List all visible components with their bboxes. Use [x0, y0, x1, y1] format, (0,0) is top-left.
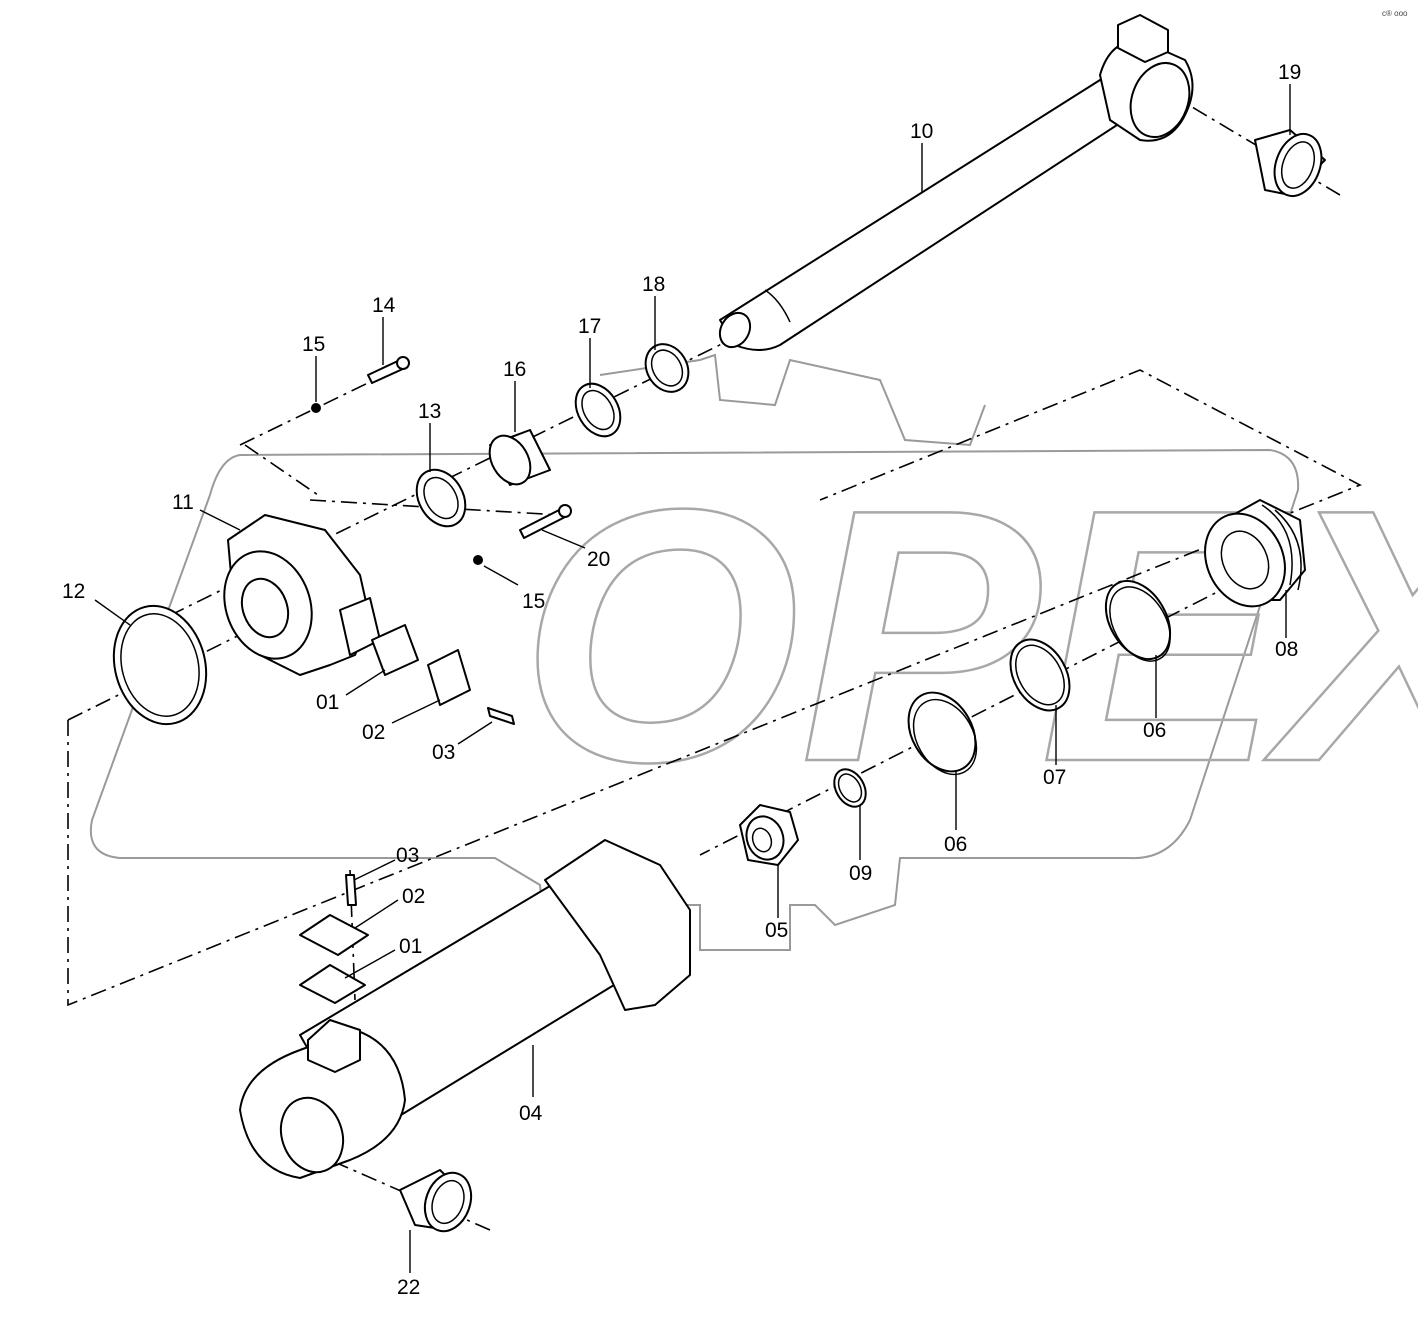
bolt-03-upper	[487, 707, 515, 725]
seal-17-inner	[581, 389, 615, 431]
gland-head	[223, 514, 381, 676]
rod-grease-block	[1117, 14, 1169, 63]
tube-eye-bore	[279, 1096, 345, 1174]
callout-16: 16	[503, 358, 526, 381]
seal-17	[574, 382, 622, 438]
piston-grooves	[1261, 504, 1302, 591]
nut-05	[739, 804, 799, 866]
oring-12-inner	[120, 613, 200, 717]
watermark-gear-teeth	[599, 353, 986, 447]
ring-06-upper-edge	[1109, 586, 1171, 662]
flange-kit-upper	[371, 624, 515, 725]
callout-11: 11	[172, 491, 194, 514]
callout-06-lower: 06	[944, 833, 967, 856]
piston-face	[1204, 512, 1286, 608]
bushing-16-face	[488, 434, 532, 486]
bushing-22-bore	[431, 1179, 465, 1225]
bushing-19-face	[1273, 133, 1323, 197]
piston-axis	[699, 554, 1291, 856]
bolt-14-head	[396, 356, 410, 370]
callout-13: 13	[418, 400, 441, 423]
piston-bore	[1220, 530, 1270, 590]
bolt-03-lower	[345, 874, 357, 906]
bolt-20-head	[558, 504, 572, 518]
bracket-top	[67, 609, 291, 721]
rod-eye-bore	[1129, 62, 1191, 138]
bushing-22	[399, 1169, 473, 1233]
ring-06-lower-edge	[912, 698, 978, 776]
tube-port-block	[307, 1019, 361, 1073]
callout-18: 18	[642, 273, 665, 296]
piston-rod	[718, 14, 1194, 351]
callout-02-lower: 02	[402, 885, 425, 908]
callout-05: 05	[765, 919, 788, 942]
fasteners-upper	[311, 356, 572, 565]
oring-12-outer	[112, 604, 208, 726]
watermark-gear-outline	[89, 448, 1300, 951]
corner-mark: c® ooo	[1382, 9, 1408, 18]
callout-03-lower: 03	[396, 844, 419, 867]
ball-15-upper	[311, 403, 321, 413]
ring-07-inner	[1015, 644, 1065, 706]
piston-08	[1204, 499, 1306, 608]
callout-03-upper: 03	[432, 741, 455, 764]
callout-01-lower: 01	[399, 935, 422, 958]
callout-12: 12	[62, 580, 85, 603]
seal-13-inner	[423, 476, 459, 520]
callout-07: 07	[1043, 766, 1066, 789]
gasket-01-lower	[299, 964, 366, 1004]
callout-09: 09	[849, 862, 872, 885]
callout-08: 08	[1275, 638, 1298, 661]
cylinder-tube	[239, 839, 691, 1179]
assembly-bracket	[67, 369, 1362, 1007]
ring-07	[1009, 638, 1071, 712]
ring-06-lower	[907, 691, 977, 773]
bolt14-axis-b	[244, 444, 319, 496]
piston-rings	[833, 580, 1172, 808]
gasket-01-upper	[371, 624, 419, 676]
oring-12	[112, 604, 208, 726]
seal-13	[415, 468, 467, 528]
ring-09-inner	[837, 773, 863, 803]
callout-15-upper: 15	[302, 333, 325, 356]
callout-17: 17	[578, 315, 601, 338]
plate-02-lower	[299, 914, 369, 956]
bushing-rod-eye	[1254, 129, 1326, 197]
nut-05-bore	[751, 827, 773, 853]
callout-01-upper: 01	[316, 691, 339, 714]
bushing-19-bore	[1280, 141, 1316, 189]
gland-bore	[240, 577, 290, 639]
seal-18	[644, 343, 690, 393]
flange-kit-lower	[299, 874, 369, 1004]
callout-19: 19	[1278, 61, 1301, 84]
rod-seals	[415, 343, 690, 528]
callout-04: 04	[519, 1102, 543, 1125]
callout-10: 10	[910, 120, 933, 143]
leader-lines	[94, 84, 1291, 1273]
callout-20: 20	[587, 548, 610, 571]
callout-22: 22	[397, 1276, 420, 1299]
rod-step	[764, 289, 791, 323]
watermark-text: OPEX	[520, 435, 1418, 837]
seal-18-inner	[650, 349, 684, 387]
tube-front-flange	[544, 839, 691, 1011]
ball-15-lower	[473, 555, 483, 565]
callout-06-upper: 06	[1143, 719, 1166, 742]
callout-14: 14	[372, 294, 396, 317]
watermark: OPEX	[89, 353, 1418, 951]
callout-02-upper: 02	[362, 721, 385, 744]
plate-02-upper	[427, 649, 471, 706]
bushing-22-face	[423, 1171, 473, 1233]
rod-end	[718, 311, 752, 349]
callout-labels: 10 19 14 15 18 17 16 13 11 12 20 15 01 0…	[62, 61, 1301, 1299]
callout-15-lower: 15	[522, 590, 545, 613]
nut-05-face	[745, 815, 785, 861]
